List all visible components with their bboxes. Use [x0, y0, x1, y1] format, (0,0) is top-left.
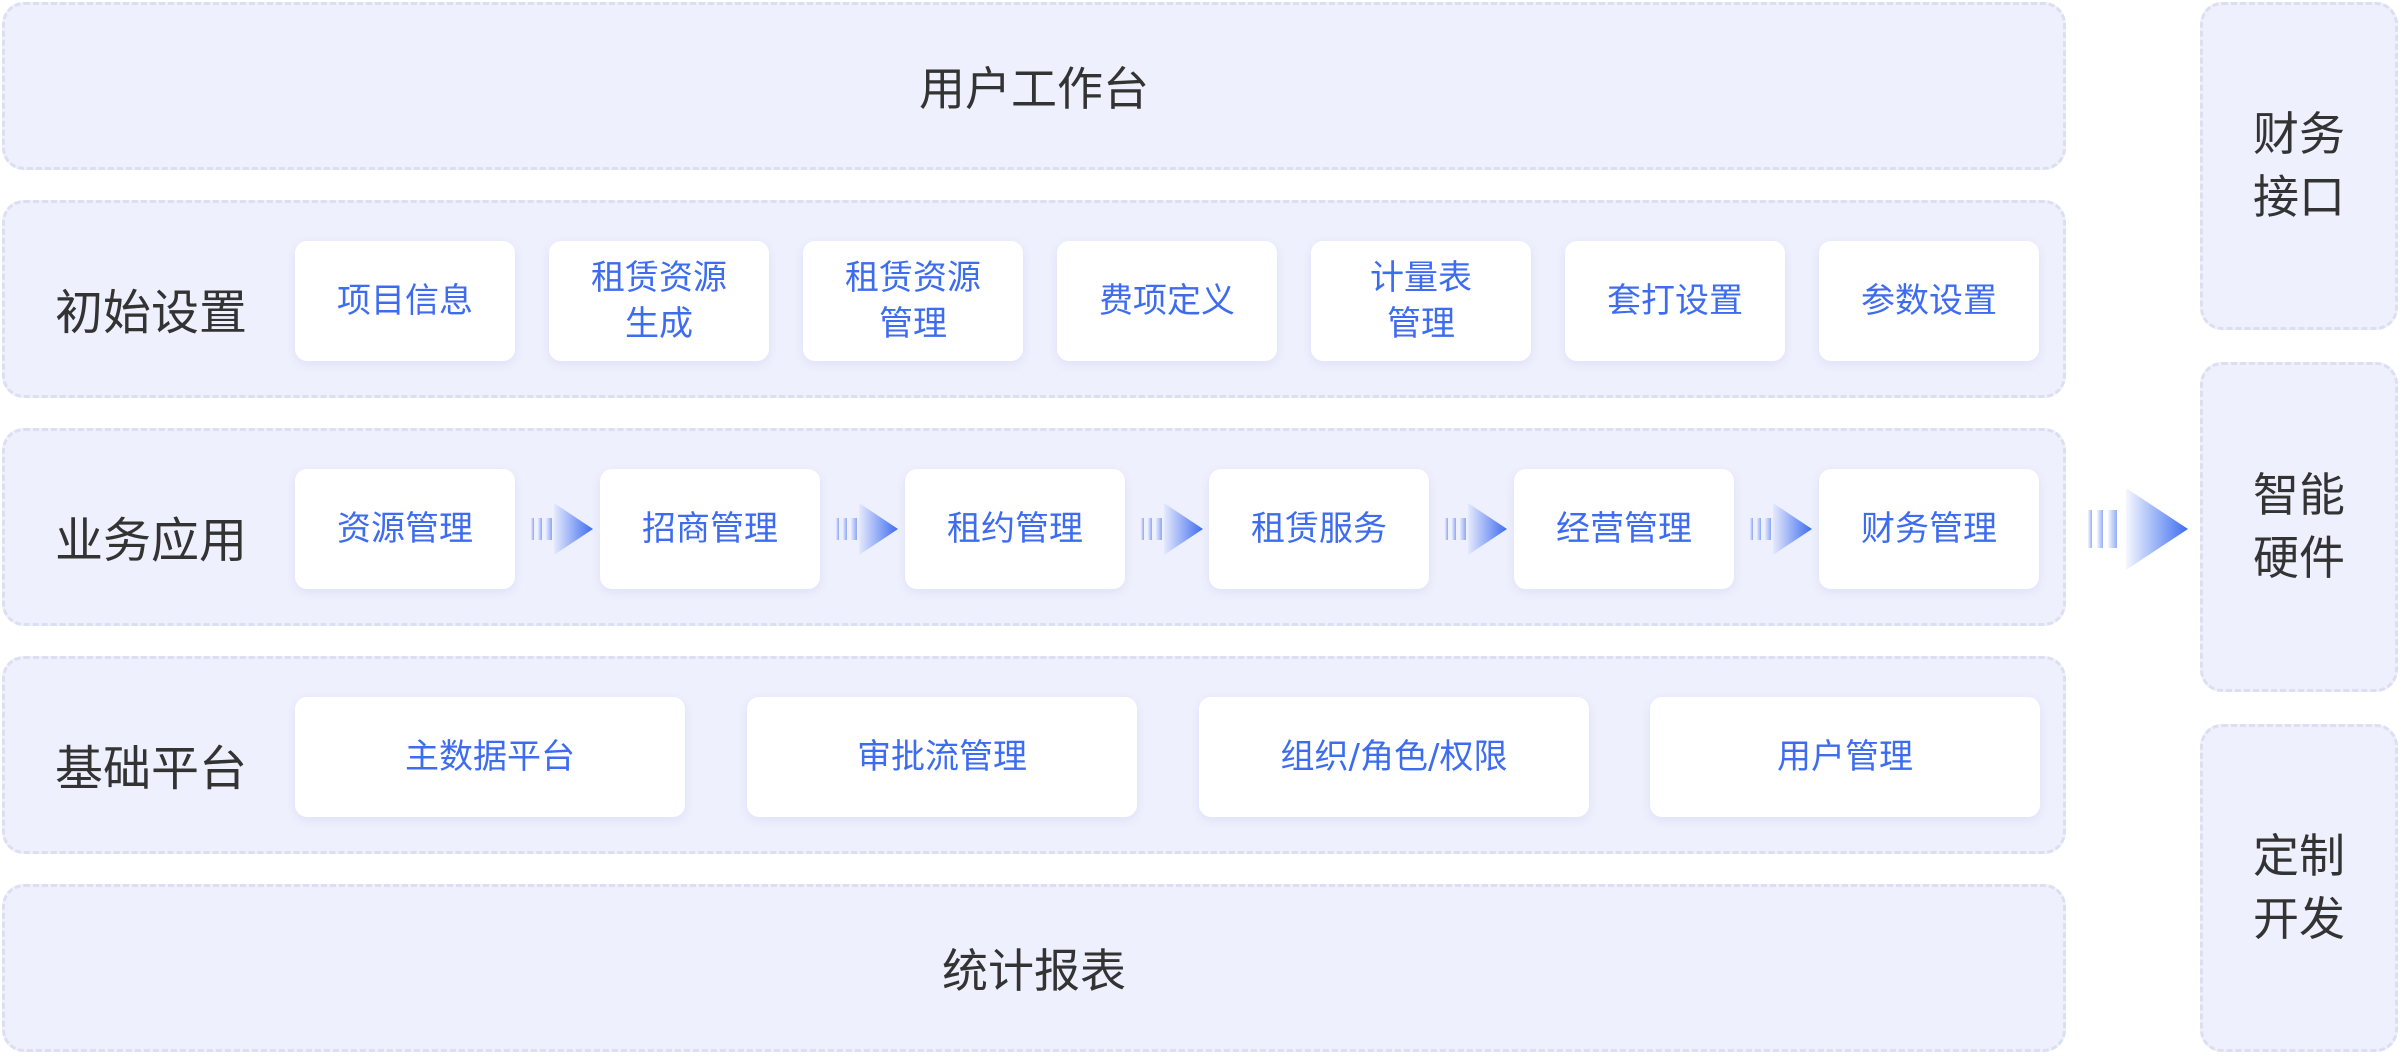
smart-hardware-panel: 智能 硬件 — [2200, 362, 2398, 692]
platform-item-master-data[interactable]: 主数据平台 — [295, 697, 685, 817]
app-item-resource-manage[interactable]: 资源管理 — [295, 469, 515, 589]
platform-item-approval-flow[interactable]: 审批流管理 — [747, 697, 1137, 817]
flow-arrow-icon — [1750, 503, 1812, 555]
setup-item-resource-manage[interactable]: 租赁资源 管理 — [803, 241, 1023, 361]
setup-item-fee-definition[interactable]: 费项定义 — [1057, 241, 1277, 361]
flow-arrow-icon — [1141, 503, 1203, 555]
custom-dev-panel: 定制 开发 — [2200, 724, 2398, 1052]
business-apps-label: 业务应用 — [55, 513, 248, 569]
workbench-title: 用户工作台 — [919, 62, 1149, 116]
reports-title: 统计报表 — [942, 944, 1126, 998]
flow-arrow-icon — [1445, 503, 1507, 555]
finance-interface-label: 财务 接口 — [2253, 107, 2345, 224]
app-item-leasing-manage[interactable]: 招商管理 — [600, 469, 820, 589]
integration-arrow-icon — [2088, 488, 2188, 570]
setup-item-meter-manage[interactable]: 计量表 管理 — [1311, 241, 1531, 361]
workbench-panel: 用户工作台 — [2, 2, 2066, 170]
business-apps-panel: 业务应用 资源管理 招商管理 租约管理 租赁服务 经营管理 财务管理 — [2, 428, 2066, 626]
reports-panel: 统计报表 — [2, 884, 2066, 1052]
setup-item-param-settings[interactable]: 参数设置 — [1819, 241, 2039, 361]
platform-item-user-manage[interactable]: 用户管理 — [1650, 697, 2040, 817]
app-item-lease-contract-manage[interactable]: 租约管理 — [905, 469, 1125, 589]
smart-hardware-label: 智能 硬件 — [2253, 468, 2345, 585]
app-item-finance-manage[interactable]: 财务管理 — [1819, 469, 2039, 589]
custom-dev-label: 定制 开发 — [2253, 829, 2345, 946]
base-platform-panel: 基础平台 主数据平台 审批流管理 组织/角色/权限 用户管理 — [2, 656, 2066, 854]
flow-arrow-icon — [836, 503, 898, 555]
app-item-operation-manage[interactable]: 经营管理 — [1514, 469, 1734, 589]
initial-setup-panel: 初始设置 项目信息 租赁资源 生成 租赁资源 管理 费项定义 计量表 管理 套打… — [2, 200, 2066, 398]
flow-arrow-icon — [531, 503, 593, 555]
setup-item-resource-generate[interactable]: 租赁资源 生成 — [549, 241, 769, 361]
setup-item-print-settings[interactable]: 套打设置 — [1565, 241, 1785, 361]
initial-setup-label: 初始设置 — [55, 285, 248, 341]
setup-item-project-info[interactable]: 项目信息 — [295, 241, 515, 361]
base-platform-label: 基础平台 — [55, 741, 248, 797]
platform-item-org-role-permission[interactable]: 组织/角色/权限 — [1199, 697, 1589, 817]
finance-interface-panel: 财务 接口 — [2200, 2, 2398, 330]
app-item-leasing-service[interactable]: 租赁服务 — [1209, 469, 1429, 589]
